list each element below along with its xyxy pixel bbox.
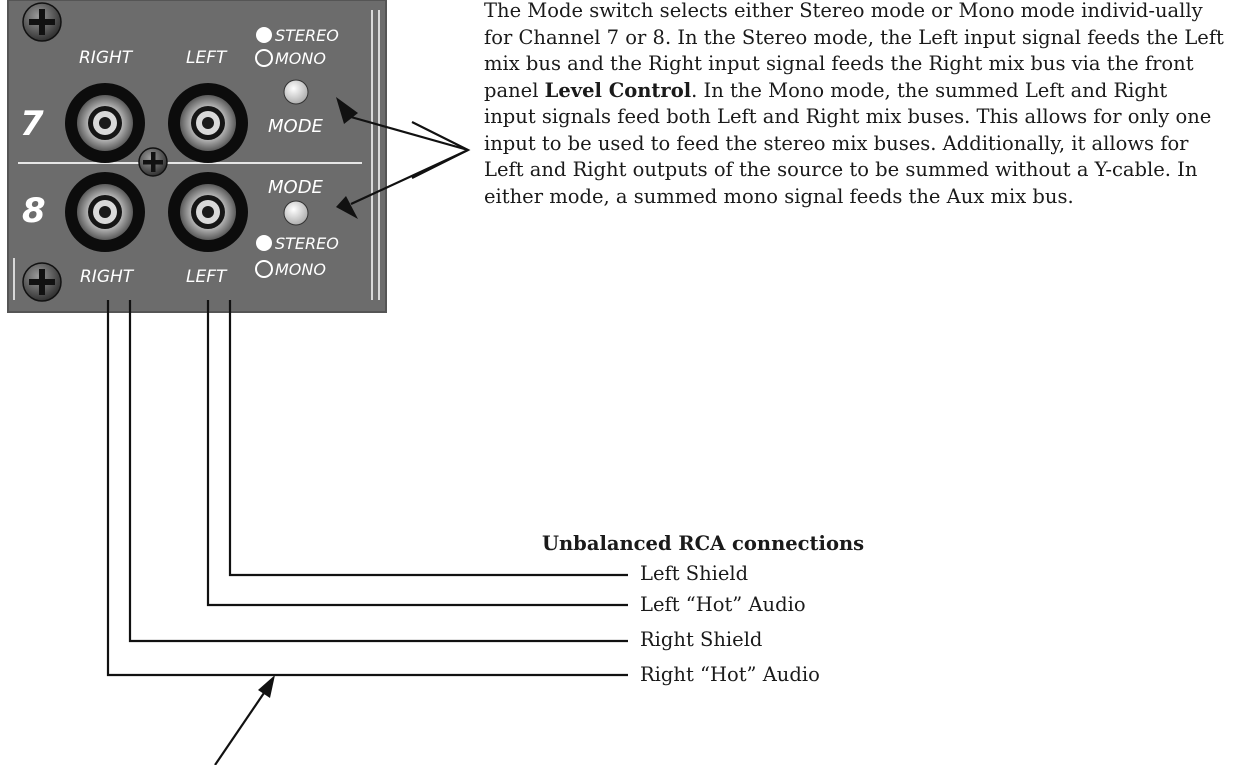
ch8-left-label: LEFT [186, 267, 228, 287]
left-shield-wire [228, 300, 628, 577]
ch7-right-jack[interactable] [65, 83, 145, 163]
ch8-channel-number: 8 [22, 191, 46, 231]
ch8-right-jack[interactable] [65, 172, 145, 252]
ch7-stereo-label: STEREO [275, 26, 339, 45]
connections-title: Unbalanced RCA connections [542, 532, 865, 555]
mode-callout-line [411, 121, 471, 179]
ch8-mode-label: MODE [268, 177, 324, 198]
right-hot-label: Right “Hot” Audio [640, 663, 820, 686]
ch7-right-label: RIGHT [79, 48, 134, 68]
arrow-to-cable-icon [258, 675, 275, 698]
ch8-mono-label: MONO [275, 260, 326, 279]
ch8-mode-button[interactable] [283, 200, 309, 226]
left-hot-wire [206, 300, 628, 607]
ch7-mode-label: MODE [268, 116, 324, 137]
panel-screw-center [138, 147, 168, 177]
description-text-2: . In the Mono mode, the summed Left and … [484, 78, 1212, 208]
left-shield-label: Left Shield [640, 562, 749, 585]
panel-screw-top-left [22, 2, 62, 42]
level-control-term: Level Control [544, 78, 692, 102]
ch8-right-label: RIGHT [80, 267, 135, 287]
ch7-mode-button[interactable] [283, 79, 309, 105]
ch7-mono-label: MONO [275, 49, 326, 68]
ch8-stereo-led-icon [256, 235, 272, 251]
ch7-mono-led-icon [255, 49, 273, 67]
arrow-to-ch7-mode-icon [336, 97, 358, 124]
ch7-left-label: LEFT [186, 48, 228, 68]
cable-pointer-line [214, 689, 267, 765]
ch8-stereo-label: STEREO [275, 234, 339, 253]
right-hot-wire [106, 300, 628, 677]
ch7-left-jack[interactable] [168, 83, 248, 163]
ch7-stereo-led-icon [256, 27, 272, 43]
right-shield-wire [128, 300, 628, 643]
right-shield-label: Right Shield [640, 628, 763, 651]
channel-7-8-input-panel: 7 RIGHT LEFT STEREO MONO MODE 8 RIGHT LE… [7, 0, 387, 313]
ch8-left-jack[interactable] [168, 172, 248, 252]
left-hot-label: Left “Hot” Audio [640, 593, 806, 616]
panel-screw-bottom-left [22, 262, 62, 302]
arrow-to-ch8-mode-icon [336, 196, 358, 219]
description-text-1: The Mode switch selects either Stereo mo… [484, 0, 1224, 102]
ch8-mono-led-icon [255, 260, 273, 278]
ch7-channel-number: 7 [20, 104, 44, 144]
mode-switch-description: The Mode switch selects either Stereo mo… [484, 0, 1224, 210]
